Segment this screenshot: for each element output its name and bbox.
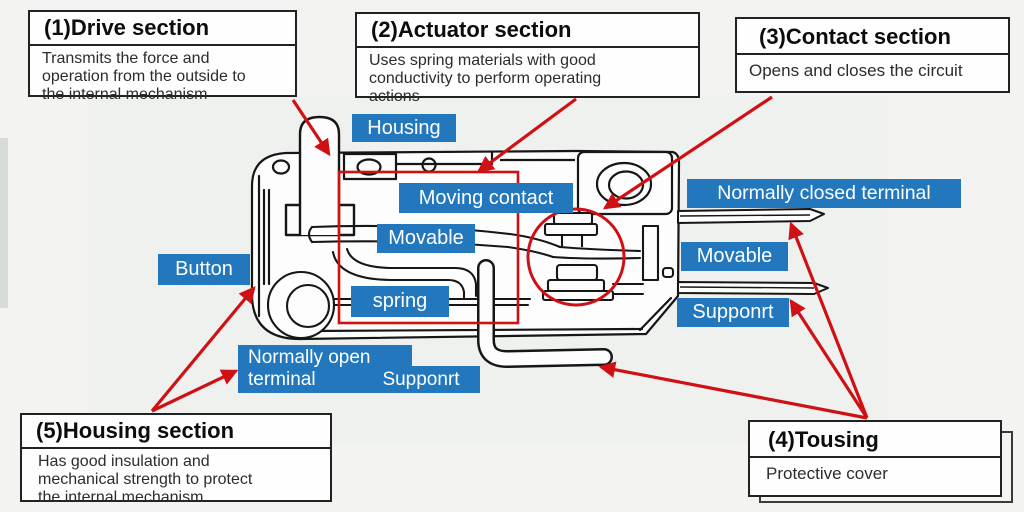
section-box-drive: (1)Drive section Transmits the force and… [28,10,297,103]
part-label-movable-left: Movable [377,224,475,253]
section-body-drive: Transmits the force and operation from t… [42,49,246,103]
section-box-actuator: (2)Actuator section Uses spring material… [355,12,700,105]
section-title-actuator: (2)Actuator section [357,14,698,48]
part-label-moving-contact: Moving contact [399,183,573,213]
internal-mechanism [266,224,675,340]
section-box-housing: (5)Housing section Has good insulation a… [20,413,332,506]
red-highlight-rect [337,170,520,325]
part-label-button: Button [158,254,250,285]
normally-open-line1: Normally open [248,346,371,368]
section-title-housing: (5)Housing section [22,415,330,449]
section-title-drive: (1)Drive section [30,12,295,46]
contact-stack [541,211,615,302]
section-box-contact: (3)Contact section Opens and closes the … [735,17,1010,93]
part-label-spring: spring [351,286,449,317]
part-label-normally-closed-terminal: Normally closed terminal [687,179,961,208]
part-label-movable-right: Movable [681,242,788,271]
arrow-drive-section [291,99,331,157]
arrow-tousing-to-nc-terminal [788,221,869,419]
arrow-tousing-to-bottom-pin [598,361,868,420]
part-label-supponrt-left: Supponrt [362,366,480,393]
section-body-tousing: Protective cover [766,463,888,483]
section-body-housing: Has good insulation and mechanical stren… [38,452,253,506]
section-title-contact: (3)Contact section [737,19,1008,55]
top-edge-details [342,150,674,216]
arrow-housing-to-button [150,286,256,413]
arrow-housing-to-terminal [151,369,239,413]
section-box-tousing: (4)Tousing Protective cover [748,420,1002,497]
red-arrows [150,95,869,420]
part-label-supponrt-right: Supponrt [677,298,789,327]
section-body-contact: Opens and closes the circuit [749,60,963,80]
normally-open-line2: terminal [248,369,316,390]
section-title-tousing: (4)Tousing [750,422,1000,458]
arrow-actuator-section [476,97,577,173]
terminal-pins [677,208,829,295]
red-highlight-circle [526,207,626,307]
section-body-actuator: Uses spring materials with good conducti… [369,51,602,105]
normally-open-terminal-pin [477,259,613,368]
scan-edge-band [0,138,8,308]
part-label-housing: Housing [352,114,456,142]
red-highlights [337,170,626,325]
arrow-contact-section [602,95,773,210]
arrow-tousing-to-support [789,298,869,419]
